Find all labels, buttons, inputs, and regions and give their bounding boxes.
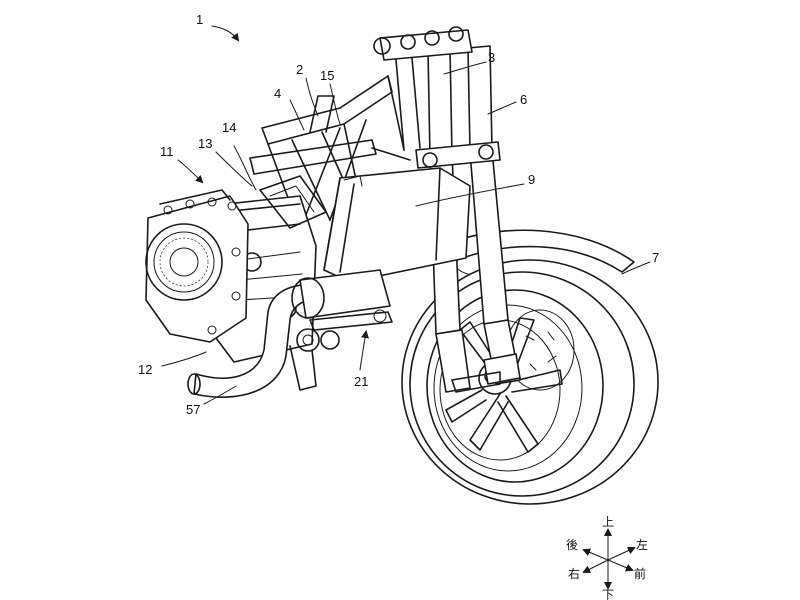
ref-numeral-15: 15: [320, 68, 334, 83]
ref-numeral-13: 13: [198, 136, 212, 151]
ref-numeral-21: 21: [354, 374, 368, 389]
ref-numeral-6: 6: [520, 92, 527, 107]
compass-left-label: 左: [636, 537, 648, 552]
reference-numerals: 1 2 15 4 3 6 9 7 14 13 11 12 57 21: [138, 12, 659, 417]
main-frame-beam: [323, 167, 471, 283]
ref-numeral-4: 4: [274, 86, 281, 101]
trellis-frame: [249, 75, 411, 243]
exhaust-system: [187, 269, 393, 398]
compass-up-label: 上: [602, 515, 614, 529]
compass-front-label: 前: [634, 566, 646, 581]
side-cover: [145, 189, 249, 343]
ref-numeral-7: 7: [652, 250, 659, 265]
compass-down-label: 下: [602, 588, 614, 600]
compass-rear-label: 後: [566, 538, 578, 552]
ref-numeral-14: 14: [222, 120, 236, 135]
front-wheel: [401, 259, 659, 505]
front-fork: [373, 26, 521, 393]
ref-numeral-2: 2: [296, 62, 303, 77]
ref-numeral-9: 9: [528, 172, 535, 187]
ref-numeral-1: 1: [196, 12, 203, 27]
leader-lines: [161, 25, 651, 405]
ref-numeral-3: 3: [488, 50, 495, 65]
ref-numeral-57: 57: [186, 402, 200, 417]
ref-numeral-12: 12: [138, 362, 152, 377]
direction-compass: 上 下 左 後 前 右: [566, 515, 648, 600]
ref-numeral-11: 11: [160, 144, 174, 159]
compass-right-label: 右: [568, 566, 580, 581]
